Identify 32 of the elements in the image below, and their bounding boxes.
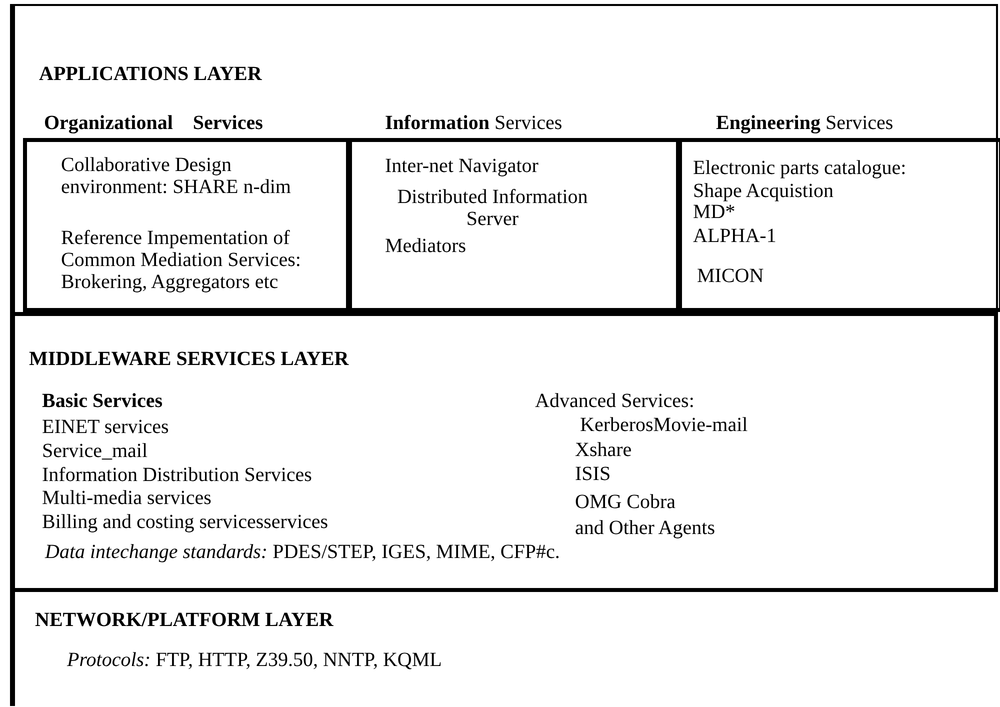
column-heading: Organizational Services xyxy=(44,112,263,134)
layer-panel xyxy=(10,4,998,314)
group-heading: Advanced Services: xyxy=(535,390,694,412)
service-item: MICON xyxy=(697,265,764,287)
service-item: Service_mail xyxy=(42,440,148,462)
column-heading: Engineering Services xyxy=(716,112,894,134)
layer-heading: APPLICATIONS LAYER xyxy=(39,63,262,85)
service-item: Inter-net Navigator xyxy=(385,155,538,177)
service-item: ISIS xyxy=(575,463,611,485)
service-item: Multi-media services xyxy=(42,487,212,509)
service-item: Information Distribution Services xyxy=(42,464,312,486)
service-item: KerberosMovie-mail xyxy=(580,414,748,436)
service-item: EINET services xyxy=(42,416,169,438)
group-heading: Basic Services xyxy=(42,390,163,412)
layer-heading: NETWORK/PLATFORM LAYER xyxy=(35,609,334,631)
service-item: Distributed Information Server xyxy=(396,186,589,230)
service-item: Electronic parts catalogue: xyxy=(693,157,906,179)
service-item: Collaborative Design environment: SHARE n-dim xyxy=(61,154,292,198)
layer-heading: MIDDLEWARE SERVICES LAYER xyxy=(29,348,349,370)
service-item: Xshare xyxy=(575,439,632,461)
note-text: Data intechange standards: PDES/STEP, IGES, MIME, CFP#c. xyxy=(45,541,560,563)
service-item: ALPHA-1 xyxy=(693,225,776,247)
service-item: Billing and costing servicesservices xyxy=(42,511,328,533)
service-item: Mediators xyxy=(385,235,466,257)
service-item: OMG Cobra xyxy=(575,491,676,513)
column-heading: Information Services xyxy=(385,112,562,134)
service-item: Reference Impementation of Common Mediation Services: Brokering, Aggregators etc xyxy=(61,227,302,293)
service-item: MD* xyxy=(693,201,736,223)
service-item: Shape Acquistion xyxy=(693,180,834,202)
service-item: and Other Agents xyxy=(575,517,715,539)
note-text: Protocols: FTP, HTTP, Z39.50, NNTP, KQML xyxy=(67,649,442,671)
layer-panel xyxy=(10,312,998,592)
